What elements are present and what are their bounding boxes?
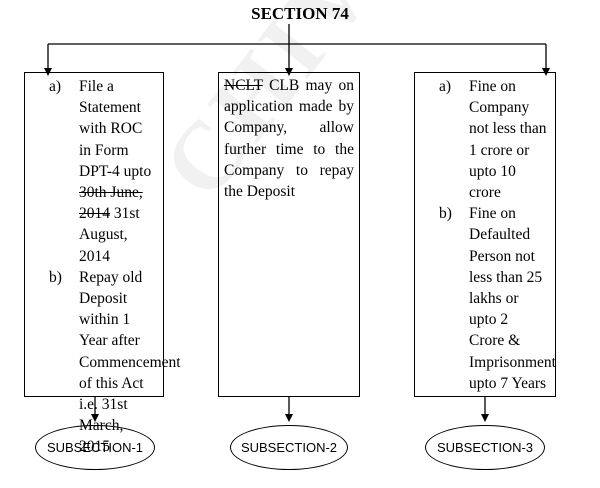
item-text: File a Statement with ROC in Form DPT-4 … <box>79 78 152 180</box>
struck-text: NCLT <box>224 77 263 94</box>
item-marker: a) <box>439 78 452 95</box>
penalty-box: a) Fine on Company not less than 1 crore… <box>414 72 556 397</box>
item-text: Fine on Company not less than 1 crore or… <box>469 78 547 202</box>
diagram-title: SECTION 74 <box>251 4 349 23</box>
extension-box: NCLT CLB may on application made by Comp… <box>218 72 360 397</box>
struck-text: 30th June, 2014 <box>79 184 143 223</box>
item-text: 31st August, 2014 <box>79 205 140 265</box>
item-marker: a) <box>49 78 62 95</box>
subsection-3-ellipse: SUBSECTION-3 <box>425 425 545 470</box>
list-item: a) Fine on Company not less than 1 crore… <box>439 76 547 203</box>
item-text: Fine on Defaulted Person not less than 2… <box>469 205 556 392</box>
subsection-1-ellipse: SUBSECTION-1 <box>35 425 155 470</box>
subsection-2-ellipse: SUBSECTION-2 <box>230 425 348 470</box>
list-item: b) Repay old Deposit within 1 Year after… <box>49 267 181 458</box>
list-item: b) Fine on Defaulted Person not less tha… <box>439 203 556 394</box>
box-text: CLB may on application made by Company, … <box>224 77 354 201</box>
item-text: Repay old Deposit within 1 Year after Co… <box>79 268 181 456</box>
deposit-filing-box: a) File a Statement with ROC in Form DPT… <box>24 72 181 455</box>
item-marker: b) <box>49 268 62 286</box>
item-marker: b) <box>439 205 452 223</box>
list-item: a) File a Statement with ROC in Form DPT… <box>49 76 155 267</box>
